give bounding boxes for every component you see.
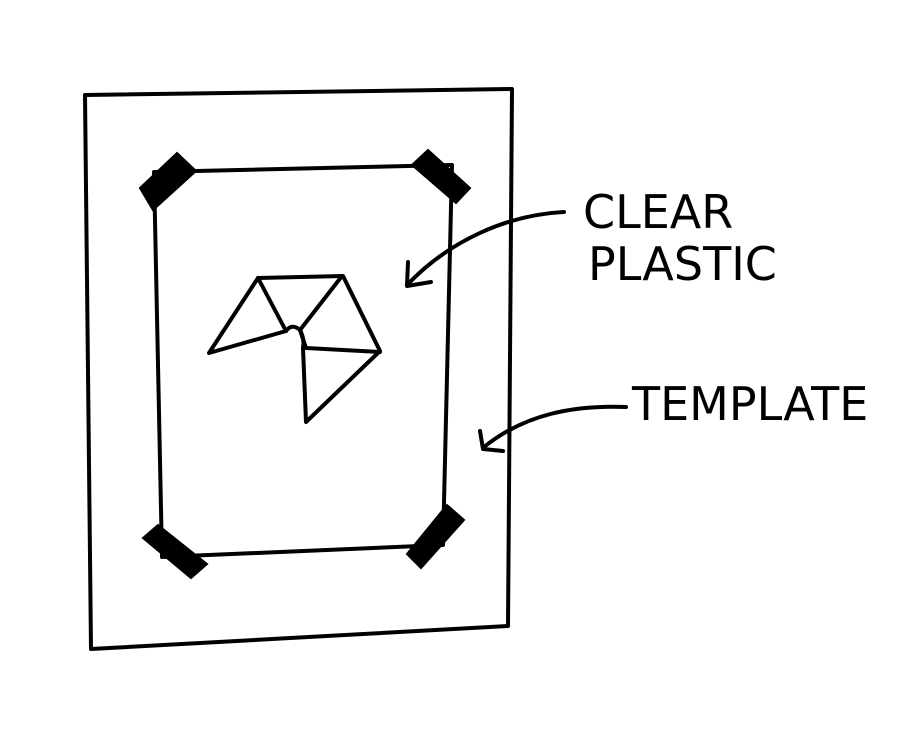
label-clear-plastic-line1: CLEAR: [583, 185, 733, 239]
label-template: TEMPLATE: [631, 377, 868, 431]
arrow-clear-plastic-head: [405, 260, 433, 288]
tape-top-right: [410, 148, 472, 205]
arrow-template-shaft: [482, 404, 628, 449]
clear-plastic-sheet: [152, 163, 454, 559]
arrow-clear-plastic-shaft: [405, 210, 566, 287]
template-sheet: [83, 87, 514, 651]
label-clear-plastic-line2: PLASTIC: [588, 237, 777, 291]
tape-bottom-left: [141, 523, 209, 580]
arrow-template-head: [478, 429, 505, 453]
tape-top-left: [138, 151, 198, 212]
triangular-symbol-icon: [207, 274, 382, 424]
tape-bottom-right: [405, 503, 466, 570]
